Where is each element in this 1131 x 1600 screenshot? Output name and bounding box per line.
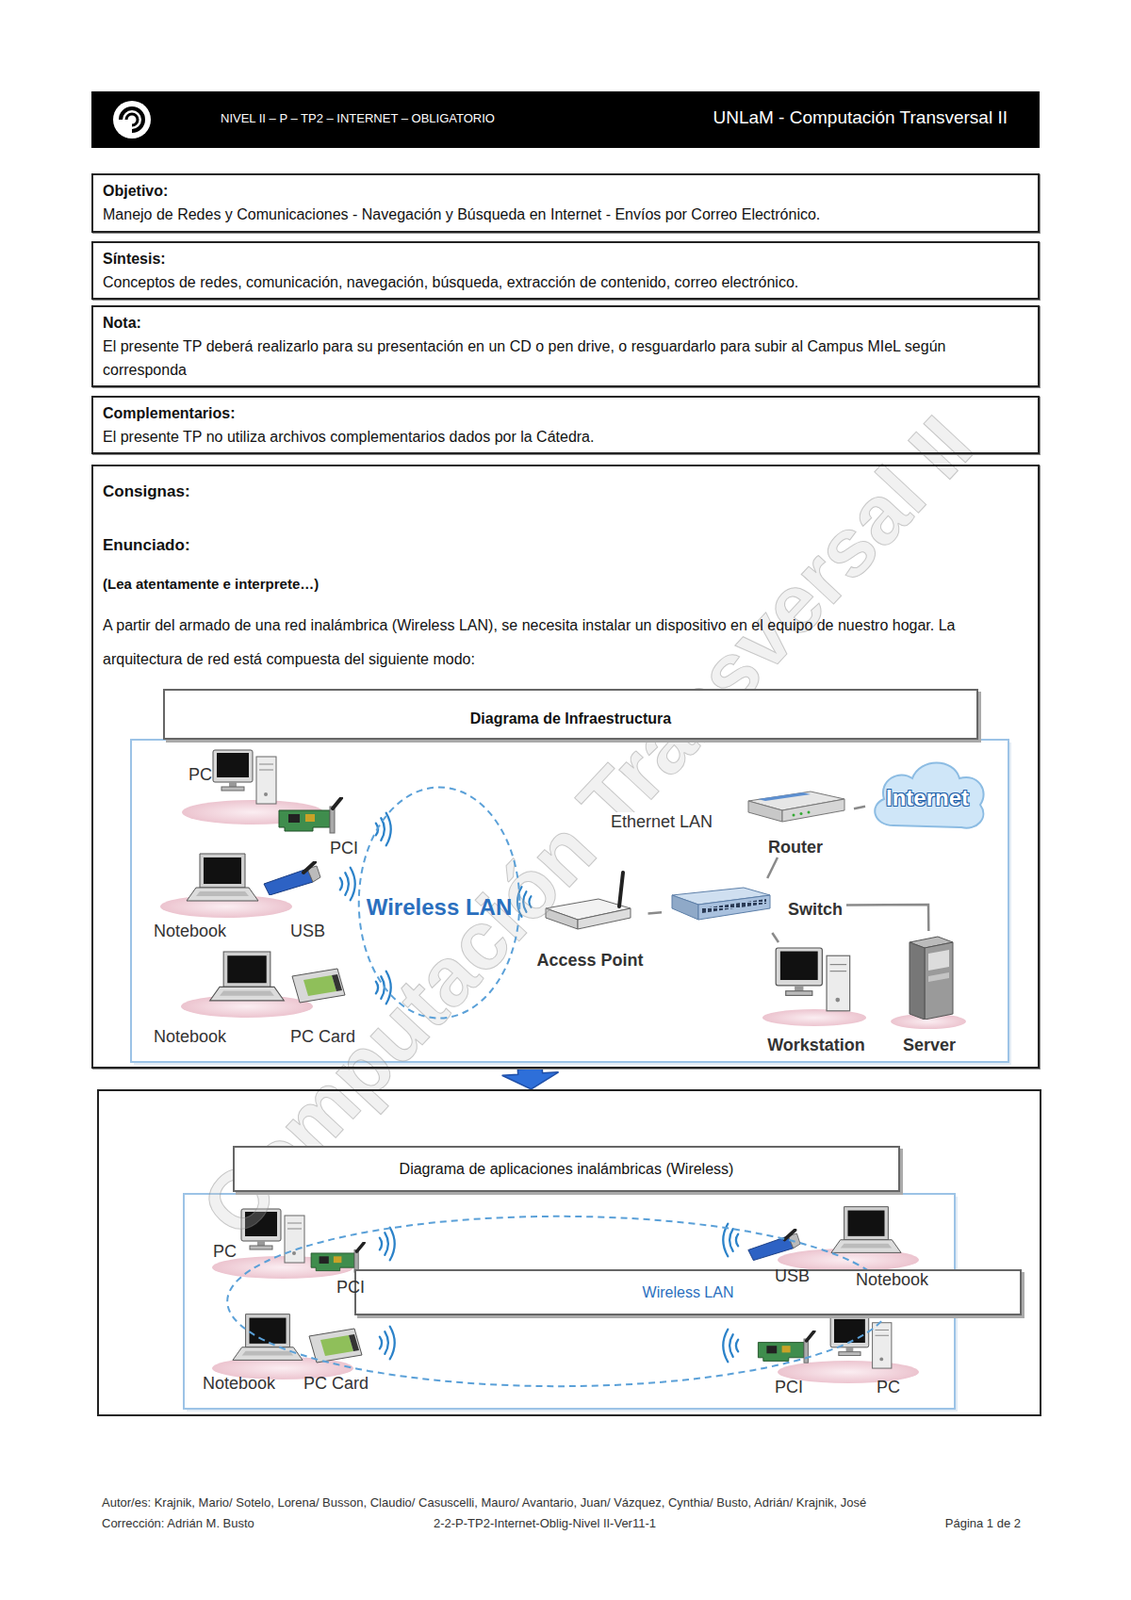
instructions-box: Consignas: Enunciado: (Lea atentamente e i… [91,464,1040,1069]
router: Router [737,784,854,858]
device-label: PC Card [303,1374,369,1395]
wireless-lan-ellipse: Wireless LAN [220,1214,898,1389]
device-label: USB [290,921,326,943]
node-label: Workstation [767,1034,866,1056]
device-label: Notebook [855,1270,929,1292]
device-label: Notebook [202,1374,276,1395]
switch: Switch [661,878,847,934]
note-box: Nota:El presente TP deberá realizarlo pa… [91,305,1040,388]
connector-line [648,912,662,914]
body-text: Enunciado: [102,533,1029,558]
body-text: El presente TP no utiliza archivos compl… [102,425,1029,449]
edge-label: Ethernet LAN [610,812,713,834]
heading-text: Consignas: [102,479,1029,504]
device-label: PCI [774,1377,804,1399]
body-text: (Lea atentamente e interprete…) [102,572,1029,596]
internet-cloud: Internet [865,752,990,836]
body-text: Manejo de Redes y Comunicaciones - Naveg… [102,202,1029,227]
footer-code: 2-2-P-TP2-Internet-Oblig-Nivel II-Ver11-… [433,1516,656,1532]
connector-line [767,857,778,879]
body-text: A partir del armado de una red inalámbri… [102,608,1029,677]
heading-text: Síntesis: [102,246,1029,271]
node-label: Internet [885,786,969,810]
complementary-box: Complementarios:El presente TP no utiliz… [91,395,1040,455]
device-label: PC [188,765,213,787]
device-label: PCI [336,1278,365,1299]
node-label: Diagrama de Infraestructura [470,706,672,731]
device-label: Notebook [153,921,227,943]
cloud-outline [874,763,984,829]
node-label: Wireless LAN [366,895,513,919]
diagram-title: Diagrama de Infraestructura [163,688,979,740]
node-label: Switch [787,899,843,920]
body-text: El presente TP deberá realizarlo para su… [102,334,1029,382]
heading-text: Objetivo: [102,179,1029,203]
device-label: Notebook [153,1027,227,1049]
heading-text: Complementarios: [102,401,1029,426]
objective-box: Objetivo:Manejo de Redes y Comunicacione… [91,173,1040,233]
footer-correction: Corrección: Adrián M. Busto [101,1516,255,1532]
ellipse-outline [359,787,521,1019]
server: Server [885,931,973,1056]
page-header: NIVEL II – P – TP2 – INTERNET – OBLIGATO… [91,91,1040,148]
node-label: Router [768,836,823,858]
footer-page: Página 1 de 2 [945,1516,1021,1532]
device-label: PC [213,1242,237,1263]
connector-line [771,933,779,943]
body-text: UNLaM - Computación Transversal II [712,107,1008,129]
node-label: Diagrama de aplicaciones inalámbricas (W… [232,1146,901,1193]
device-label: USB [774,1266,810,1288]
connector-line [846,904,929,932]
connector-line [853,806,866,809]
footer-authors: Autor/es: Krajnik, Mario/ Sotelo, Lorena… [101,1495,867,1511]
device-label: PC [876,1377,901,1399]
heading-text: Nota: [102,311,1029,335]
node-label: Server [902,1034,956,1056]
block-arrow [502,1067,559,1090]
access-point: Access Point [531,865,648,971]
watermark: Computación Transversal II [180,396,993,1258]
device-label: PC Card [290,1027,356,1049]
workstation: Workstation [758,942,874,1056]
synthesis-box: Síntesis:Conceptos de redes, comunicació… [91,241,1040,300]
device-label: PCI [329,838,359,860]
heading-text: NIVEL II – P – TP2 – INTERNET – OBLIGATO… [220,111,495,126]
body-text: Conceptos de redes, comunicación, navega… [102,270,1029,295]
node-label: Access Point [536,950,643,971]
wireless-diagram-frame: Diagrama de aplicaciones inalámbricas (W… [97,1089,1042,1417]
wireless-lan-ellipse: Wireless LAN [357,785,522,1021]
